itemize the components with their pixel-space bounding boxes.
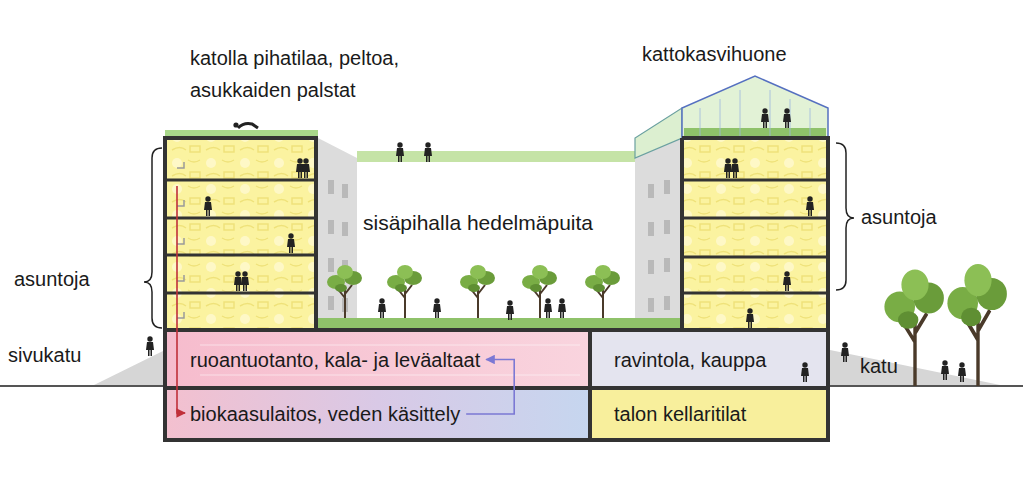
courtyard-label-text: sisäpihalla hedelmäpuita — [363, 211, 593, 234]
street-label-text: sivukatu — [8, 344, 81, 366]
band-text: talon kellaritilat — [614, 402, 746, 426]
apartments-label-text: asuntoja — [14, 268, 90, 290]
roof-note: katolla pihatilaa, peltoa, asukkaiden pa… — [190, 42, 490, 106]
greenhouse-label-text: kattokasvihuone — [642, 43, 787, 65]
basement-band: talon kellaritilat — [592, 390, 826, 438]
apartments-label-text: asuntoja — [861, 206, 937, 228]
street-label-text: katu — [860, 355, 898, 377]
food-production-band: ruoantuotanto, kala- ja leväaltaat — [168, 333, 588, 386]
street-label: katu — [860, 355, 898, 378]
greenhouse-label: kattokasvihuone — [642, 43, 787, 66]
courtyard-label: sisäpihalla hedelmäpuita — [363, 211, 593, 235]
biogas-plant-band: biokaasulaitos, veden käsittely — [168, 390, 588, 438]
apartments-label: asuntoja — [861, 206, 937, 229]
band-text: ravintola, kauppa — [614, 348, 766, 372]
band-text: biokaasulaitos, veden käsittely — [190, 402, 460, 426]
roof-note-text: katolla pihatilaa, peltoa, asukkaiden pa… — [190, 47, 399, 101]
restaurant-shop-band: ravintola, kauppa — [592, 333, 826, 386]
street-label: sivukatu — [8, 344, 81, 367]
band-text: ruoantuotanto, kala- ja leväaltaat — [190, 348, 480, 372]
apartments-label: asuntoja — [14, 268, 90, 291]
